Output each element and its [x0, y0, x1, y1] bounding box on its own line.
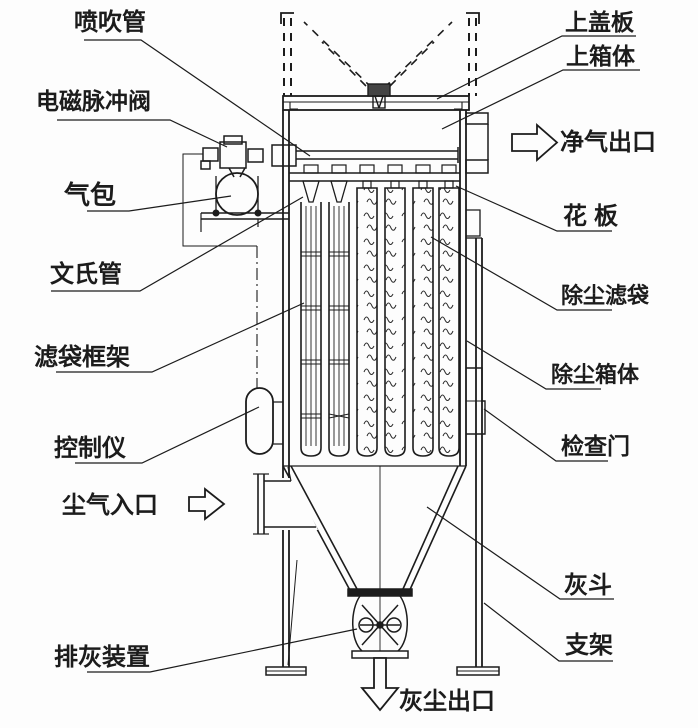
- venturi: [330, 180, 348, 203]
- label-support-frame: 支架: [565, 632, 613, 659]
- filter-bag: [412, 187, 434, 457]
- label-pulse-valve: 电磁脉冲阀: [36, 88, 151, 114]
- tube-sheet: [289, 164, 460, 182]
- support-frame-legs: [265, 238, 500, 676]
- filter-bag: [356, 187, 378, 457]
- clean-air-outlet-duct: [465, 112, 489, 174]
- bag-cage-group: [300, 180, 350, 457]
- wall-bracket: [466, 209, 482, 239]
- label-top-cover-plate: 上盖板: [565, 9, 635, 35]
- filter-bag: [438, 187, 460, 457]
- bag-cage: [300, 202, 322, 457]
- label-dust-filter-bag: 除尘滤袋: [561, 283, 650, 308]
- cover-lifting-hinge: [367, 83, 391, 109]
- ash-discharge-valve: [347, 588, 413, 659]
- label-dust-box-body: 除尘箱体: [551, 362, 640, 387]
- open-cover-hooks: [280, 12, 480, 24]
- label-blow-pipe: 喷吹管: [74, 8, 146, 36]
- label-air-bag: 气包: [63, 180, 116, 210]
- dust-air-inlet-duct: [253, 466, 318, 535]
- leader-lines: [51, 35, 640, 673]
- filter-bag: [384, 187, 406, 457]
- bag-cage: [328, 202, 350, 457]
- venturi: [302, 180, 320, 203]
- label-dust-air-inlet: 尘气入口: [62, 491, 158, 519]
- inlet-air-arrow-icon: [188, 487, 226, 521]
- labels: 喷吹管 电磁脉冲阀 气包 文氏管 滤袋框架 控制仪 尘气入口 排灰装置 上盖板 …: [34, 8, 656, 715]
- label-ash-hopper: 灰斗: [564, 572, 612, 599]
- label-bag-cage: 滤袋框架: [34, 343, 130, 371]
- label-dust-outlet: 灰尘出口: [399, 688, 495, 715]
- label-controller: 控制仪: [54, 434, 127, 462]
- label-tube-sheet: 花板: [563, 203, 625, 230]
- dust-outlet-arrow-icon: [360, 657, 400, 712]
- controller-unit: [245, 387, 283, 455]
- label-ash-discharge: 排灰装置: [54, 644, 150, 671]
- control-wiring: [182, 153, 258, 390]
- air-bag-tank: [200, 172, 289, 232]
- pulse-valve: [200, 135, 264, 178]
- label-venturi-tube: 文氏管: [50, 260, 122, 288]
- clean-air-arrow-icon: [511, 123, 559, 162]
- label-clean-air-outlet: 净气出口: [560, 128, 656, 156]
- label-upper-box-body: 上箱体: [566, 43, 636, 69]
- filter-bag-group: [356, 180, 460, 457]
- label-inspection-door: 检查门: [561, 433, 630, 459]
- blow-pipe: [271, 144, 459, 167]
